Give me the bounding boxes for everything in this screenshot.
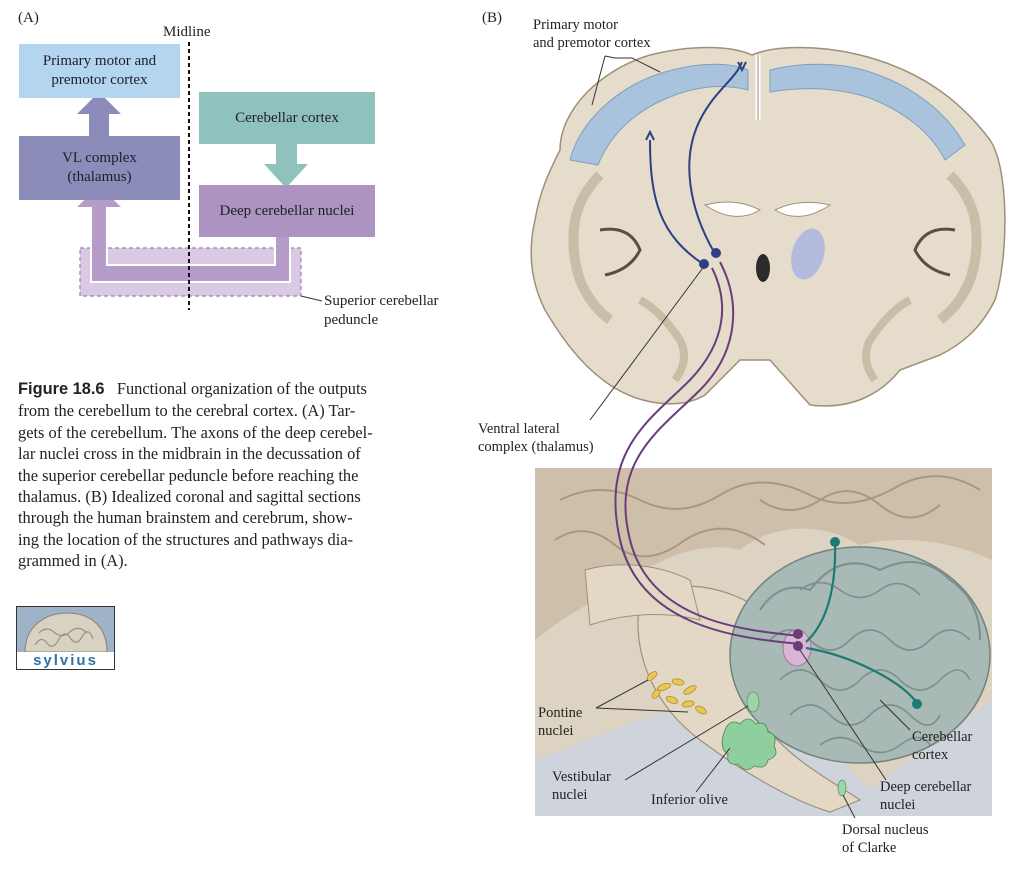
leader-pontine (595, 707, 689, 713)
cortex-to-nuclei-arrowhead (264, 164, 308, 188)
panel-a-diagram (77, 42, 323, 310)
leader-motor (591, 55, 606, 106)
leader-motor (604, 55, 661, 73)
thalamus-neuron (699, 259, 709, 269)
deep-nuclei-box: Deep cerebellar nuclei (199, 185, 375, 237)
deep-nucleus-neuron (793, 641, 803, 651)
dorsal-nucleus-marker (837, 779, 847, 797)
brainstem (637, 585, 862, 813)
vl-to-cortex-arrowhead (77, 92, 121, 114)
panel-b-label: (B) (482, 10, 502, 26)
leader-deep-nuclei (799, 649, 887, 781)
leader-thalamus (589, 264, 706, 421)
purkinje-cell (830, 537, 840, 547)
midline-label: Midline (163, 24, 211, 40)
peduncle-leader (300, 295, 323, 302)
leader-clarke (842, 794, 856, 819)
coronal-section (530, 46, 1006, 407)
cerebellar-cortex-box: Cerebellar cortex (199, 92, 375, 144)
sylvius-logo[interactable]: sylvius (16, 606, 115, 670)
deep-nucleus-neuron (793, 629, 803, 639)
figure-label: Figure 18.6 (18, 380, 105, 398)
thalamus-neuron (711, 248, 721, 258)
vl-complex-box: VL complex(thalamus) (19, 136, 180, 200)
panel-a-label: (A) (18, 10, 39, 26)
inferior-olive-callout: Inferior olive (651, 792, 728, 808)
purkinje-cell (912, 699, 922, 709)
logo-text: sylvius (17, 652, 114, 669)
pontine-nuclei (646, 671, 707, 715)
brain-thumbnail-icon (17, 607, 114, 652)
deep-nuclei-marker (782, 629, 812, 667)
leader-cerebellar-cortex (879, 699, 911, 731)
leader-olive (695, 747, 731, 793)
vestibular-nuclei (746, 691, 760, 713)
leader-vestibular (624, 705, 749, 781)
figure-caption: Figure 18.6 Functional organization of t… (18, 379, 373, 571)
inferior-olive (721, 718, 777, 770)
leader-pontine (595, 679, 649, 709)
